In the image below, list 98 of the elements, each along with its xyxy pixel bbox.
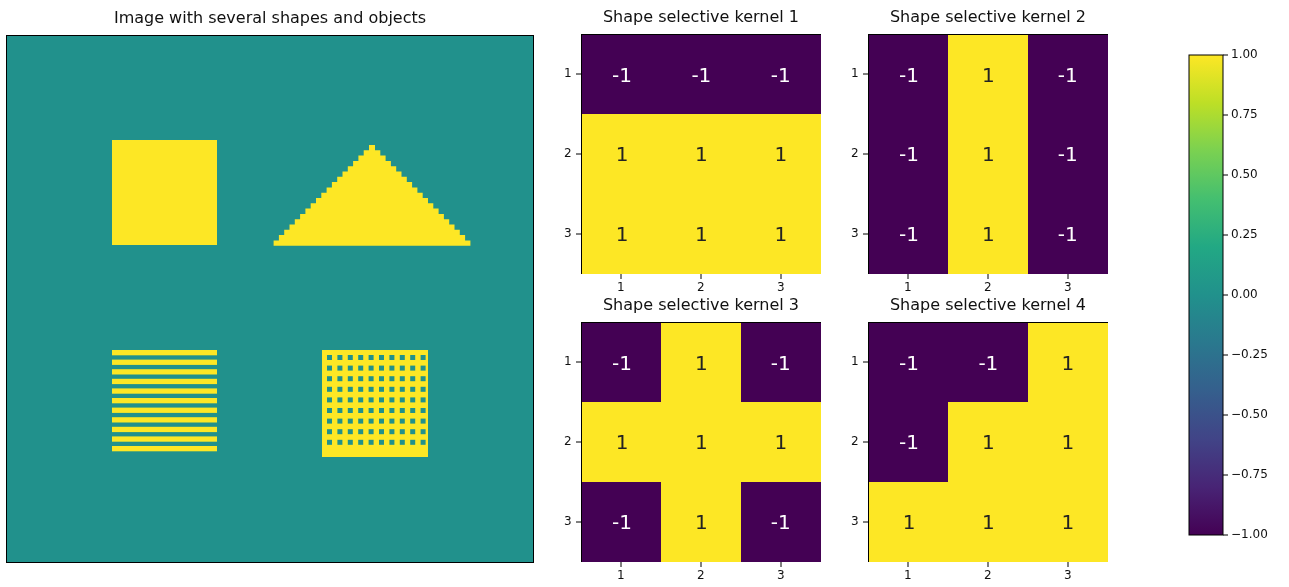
colorbar-tick-label: 0.00 [1231, 287, 1258, 301]
axis-tick-label: 2 [697, 280, 705, 294]
colorbar-tick-label: 1.00 [1231, 47, 1258, 61]
cell-value: -1 [978, 351, 999, 375]
kernel-cell [582, 35, 662, 115]
axis-tick-label: 2 [851, 146, 859, 160]
cell-value: 1 [982, 509, 995, 534]
cell-value: 1 [774, 142, 788, 167]
colorbar-tick-label: 0.50 [1231, 167, 1258, 181]
kernel-cell [869, 35, 949, 115]
colorbar-tick-label: 0.25 [1231, 227, 1258, 241]
cell-value: 1 [615, 142, 629, 167]
axis-tick-label: 1 [617, 280, 625, 294]
kernel-heatmap [581, 322, 821, 562]
cell-value: -1 [612, 509, 632, 534]
cell-value: -1 [612, 351, 632, 375]
cell-value: -1 [899, 351, 919, 375]
axis-tick-label: 2 [697, 568, 705, 582]
cell-value: -1 [612, 63, 632, 87]
axis-tick-label: 3 [851, 514, 859, 528]
cell-value: 1 [1061, 351, 1075, 375]
kernel-cell [869, 481, 949, 562]
cell-value: -1 [1057, 142, 1078, 167]
axis-tick-label: 1 [617, 568, 625, 582]
colorbar-tick-label: −0.75 [1231, 467, 1268, 481]
kernel-cell [1027, 35, 1108, 115]
axis-tick-label: 3 [851, 226, 859, 240]
panel-title: Image with several shapes and objects [113, 8, 427, 27]
axis-tick-label: 2 [984, 568, 992, 582]
cell-value: 1 [695, 351, 708, 375]
kernel-cell [740, 481, 821, 562]
kernel-cell [948, 35, 1029, 115]
kernel-cell [661, 481, 742, 562]
cell-value: -1 [1057, 63, 1078, 87]
cell-value: 1 [774, 430, 788, 455]
cell-value: 1 [982, 221, 995, 246]
kernel-cell [869, 193, 949, 274]
cell-value: 1 [1061, 430, 1075, 455]
axis-tick-label: 3 [564, 514, 572, 528]
cell-value: 1 [695, 430, 708, 455]
cell-value: -1 [770, 509, 791, 534]
cell-value: -1 [899, 142, 919, 167]
cell-value: 1 [982, 430, 995, 455]
axis-tick-label: 1 [904, 568, 912, 582]
axis-tick-label: 3 [1064, 280, 1072, 294]
cell-value: -1 [691, 63, 712, 87]
kernel-cell [948, 193, 1029, 274]
kernel-heatmap [581, 34, 821, 274]
cell-value: -1 [899, 221, 919, 246]
cell-value: 1 [774, 221, 788, 246]
axis-tick-label: 2 [564, 146, 572, 160]
cell-value: -1 [899, 430, 919, 455]
colorbar-tick-label: −0.25 [1231, 347, 1268, 361]
kernel-cell [582, 402, 662, 483]
axis-tick-label: 2 [564, 434, 572, 448]
cell-value: 1 [695, 221, 708, 246]
cell-value: -1 [770, 351, 791, 375]
kernel-cell [869, 402, 949, 483]
kernel-heatmap [868, 34, 1108, 274]
axis-tick-label: 1 [904, 280, 912, 294]
kernel-heatmap [868, 322, 1108, 562]
panel-title: Shape selective kernel 2 [889, 7, 1087, 26]
axis-tick-label: 1 [564, 66, 572, 80]
cell-value: 1 [695, 509, 708, 534]
cell-value: 1 [695, 142, 708, 167]
axis-tick-label: 2 [984, 280, 992, 294]
axis-tick-label: 3 [777, 280, 785, 294]
axis-tick-label: 1 [564, 354, 572, 368]
kernel-cell [582, 323, 662, 403]
kernel-cell [582, 481, 662, 562]
kernel-cell [740, 35, 821, 115]
panel-title: Shape selective kernel 3 [602, 295, 800, 314]
kernel-cell [740, 323, 821, 403]
cell-value: 1 [982, 63, 995, 87]
axis-tick-label: 2 [851, 434, 859, 448]
kernel-cell [1027, 323, 1108, 403]
cell-value: -1 [1057, 221, 1078, 246]
cell-value: -1 [899, 63, 919, 87]
kernel-cell [661, 323, 742, 403]
cell-value: 1 [615, 221, 629, 246]
panel-title: Shape selective kernel 4 [889, 295, 1087, 314]
colorbar-tick-label: 0.75 [1231, 107, 1258, 121]
cell-value: 1 [902, 509, 916, 534]
axis-tick-label: 1 [851, 354, 859, 368]
cell-value: 1 [1061, 509, 1075, 534]
cell-value: -1 [770, 63, 791, 87]
axis-tick-label: 3 [1064, 568, 1072, 582]
kernel-cell [1027, 193, 1108, 274]
cell-value: 1 [615, 430, 629, 455]
colorbar-tick-label: −1.00 [1231, 527, 1268, 541]
kernel-cell [740, 402, 821, 483]
cell-value: 1 [982, 142, 995, 167]
colorbar-tick-label: −0.50 [1231, 407, 1268, 421]
kernel-cell [948, 323, 1029, 403]
axis-tick-label: 3 [564, 226, 572, 240]
panel-title: Shape selective kernel 1 [602, 7, 800, 26]
axis-tick-label: 3 [777, 568, 785, 582]
axis-tick-label: 1 [851, 66, 859, 80]
